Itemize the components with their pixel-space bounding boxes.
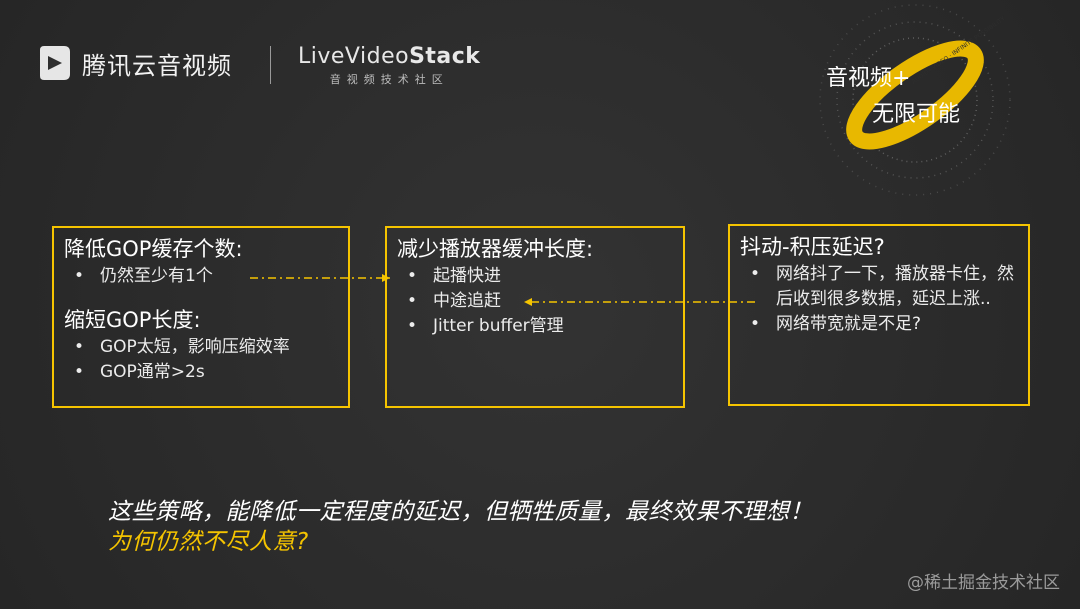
tencent-name: 腾讯云音视频 xyxy=(82,46,232,81)
box1-list: 仍然至少有1个 xyxy=(64,264,338,289)
list-item: 起播快进 xyxy=(397,264,673,289)
watermark: @稀土掘金技术社区 xyxy=(907,568,1060,593)
tencent-play-icon xyxy=(36,44,74,82)
list-item: 中途追赶 xyxy=(397,289,673,314)
question-text: 为何仍然不尽人意? xyxy=(108,522,309,556)
list-item: 仍然至少有1个 xyxy=(64,264,338,289)
lvs-title-part2: Stack xyxy=(409,44,480,69)
tencent-cloud-logo: 腾讯云音视频 xyxy=(36,44,232,82)
list-item: GOP太短，影响压缩效率 xyxy=(64,335,338,360)
list-item: 网络带宽就是不足? xyxy=(740,312,1018,337)
box1-title2: 缩短GOP长度: xyxy=(64,307,338,333)
strategy-box-gop: 降低GOP缓存个数: 仍然至少有1个 缩短GOP长度: GOP太短，影响压缩效率… xyxy=(52,226,350,408)
lvs-subtitle: 音视频技术社区 xyxy=(298,71,480,87)
box3-list: 网络抖了一下，播放器卡住，然后收到很多数据，延迟上涨.. 网络带宽就是不足? xyxy=(740,262,1018,337)
conclusion-text: 这些策略，能降低一定程度的延迟，但牺牲质量，最终效果不理想！ xyxy=(108,492,813,526)
badge-line2: 无限可能 xyxy=(872,96,960,128)
list-item: Jitter buffer管理 xyxy=(397,314,673,339)
list-item: GOP通常>2s xyxy=(64,360,338,385)
livevideostack-logo: LiveVideoStack 音视频技术社区 xyxy=(298,44,480,87)
box1-title: 降低GOP缓存个数: xyxy=(64,236,338,262)
box2-list: 起播快进 中途追赶 Jitter buffer管理 xyxy=(397,264,673,339)
lvs-title-part1: LiveVideo xyxy=(298,44,409,69)
box3-title: 抖动-积压延迟? xyxy=(740,234,1018,260)
box2-title: 减少播放器缓冲长度: xyxy=(397,236,673,262)
box1-list2: GOP太短，影响压缩效率 GOP通常>2s xyxy=(64,335,338,385)
list-item: 网络抖了一下，播放器卡住，然后收到很多数据，延迟上涨.. xyxy=(740,262,1018,312)
strategy-box-player-buffer: 减少播放器缓冲长度: 起播快进 中途追赶 Jitter buffer管理 xyxy=(385,226,685,408)
badge-line1: 音视频+ xyxy=(826,60,910,92)
strategy-box-jitter: 抖动-积压延迟? 网络抖了一下，播放器卡住，然后收到很多数据，延迟上涨.. 网络… xyxy=(728,224,1030,406)
header-divider xyxy=(270,46,271,84)
